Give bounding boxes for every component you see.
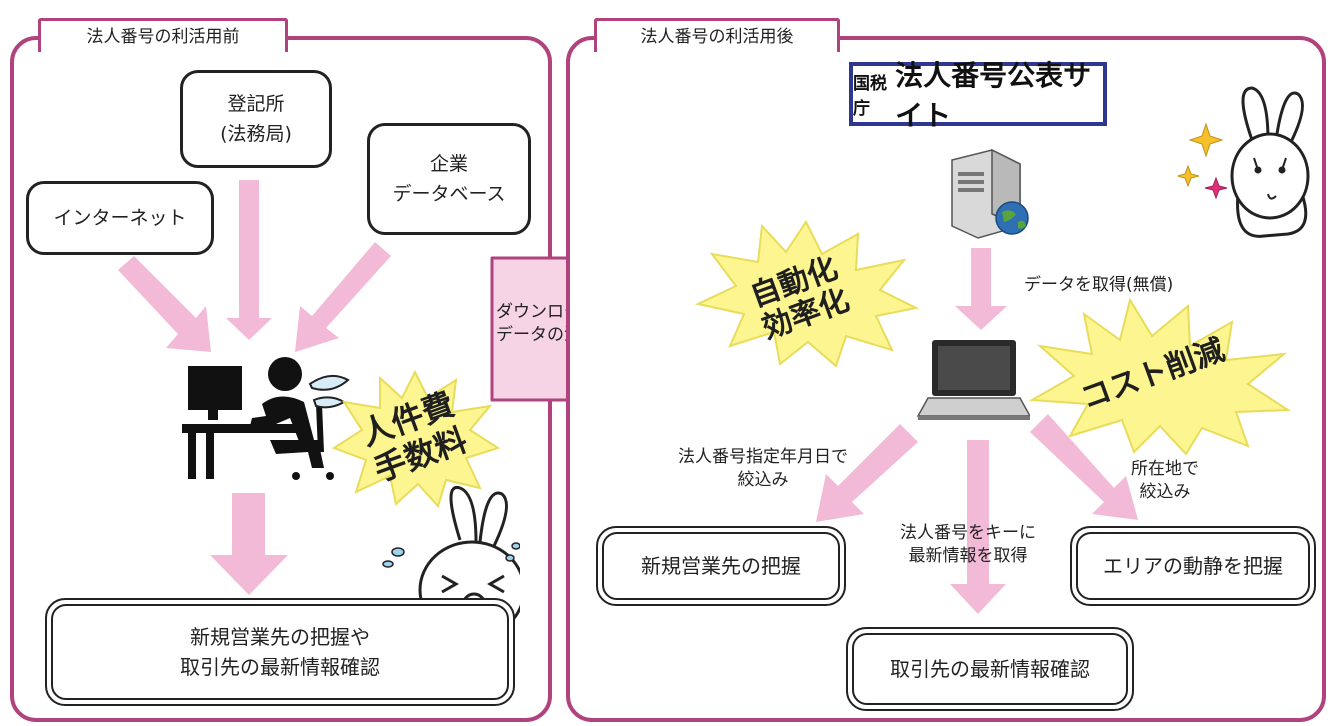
site-prefix: 国税庁 <box>853 74 887 119</box>
site-name: 法人番号公表サイト <box>895 59 1092 132</box>
automation-burst <box>694 220 920 368</box>
source-registry: 登記所 (法務局) <box>180 70 332 168</box>
happy-rabbit-icon <box>1178 86 1310 238</box>
filter-date-label: 法人番号指定年月日で 絞込み <box>678 447 848 490</box>
before-arrows <box>118 180 391 595</box>
source-internet: インターネット <box>26 181 214 255</box>
worker-at-desk-icon <box>182 357 350 480</box>
latest-info-text: 取引先の最新情報確認 <box>852 633 1128 705</box>
new-sales-text: 新規営業先の把握 <box>602 532 840 600</box>
arrow-internet-diag <box>118 256 211 352</box>
before-result-text: 新規営業先の把握や 取引先の最新情報確認 <box>51 604 509 700</box>
after-tab: 法人番号の利活用後 <box>594 18 840 52</box>
cost-burst-left <box>331 369 500 508</box>
new-sales-box: 新規営業先の把握 <box>596 526 846 606</box>
get-data-label: データを取得(無償) <box>1024 275 1174 295</box>
cost-reduction-burst <box>1028 297 1292 456</box>
corporate-number-site-banner: 国税庁法人番号公表サイト <box>849 59 1107 132</box>
arrow-server-to-laptop <box>955 248 1007 330</box>
after-arrows <box>816 248 1138 614</box>
laptop-icon <box>916 340 1030 420</box>
key-label: 法人番号をキーに 最新情報を取得 <box>900 523 1036 566</box>
before-tab: 法人番号の利活用前 <box>38 18 288 52</box>
latest-info-box: 取引先の最新情報確認 <box>846 627 1134 711</box>
arrow-worker-down <box>210 493 288 595</box>
arrow-database-diag <box>295 242 391 352</box>
server-icon <box>951 148 1029 239</box>
arrow-registry-down <box>226 180 272 340</box>
area-trend-text: エリアの動静を把握 <box>1076 532 1310 600</box>
area-trend-box: エリアの動静を把握 <box>1070 526 1316 606</box>
arrow-to-latest-info <box>950 440 1006 614</box>
before-result-box: 新規営業先の把握や 取引先の最新情報確認 <box>45 598 515 706</box>
arrow-to-area-trend <box>1030 414 1138 520</box>
arrow-to-new-sales <box>816 424 918 522</box>
filter-area-label: 所在地で 絞込み <box>1131 459 1199 502</box>
source-database: 企業 データベース <box>367 123 531 235</box>
